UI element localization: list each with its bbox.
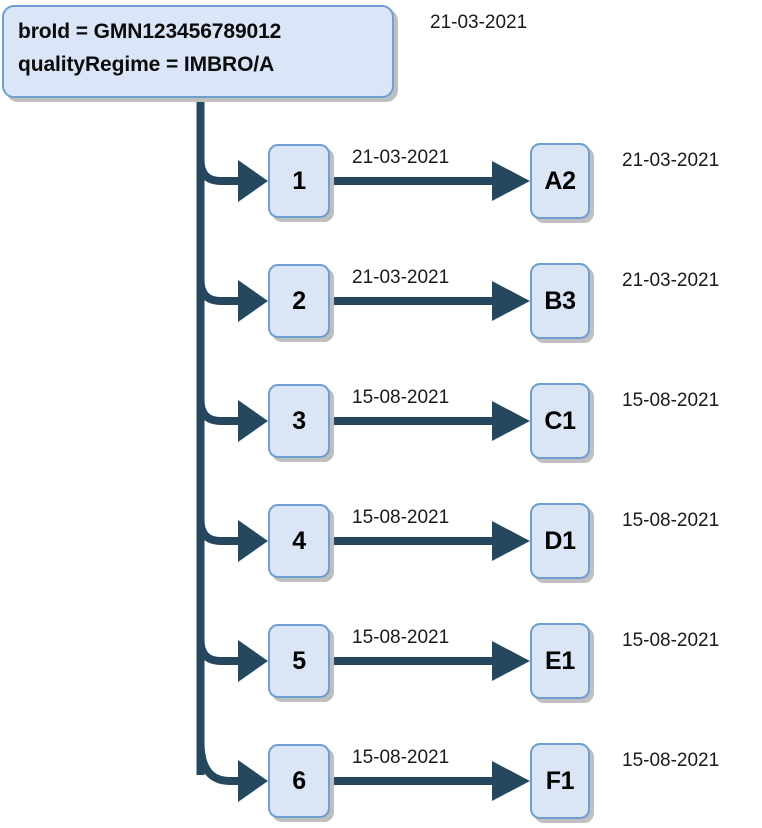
target-date-label-1: 21-03-2021	[622, 150, 720, 171]
target-date-label-4: 15-08-2021	[622, 510, 720, 531]
arrowhead-edge-6	[492, 761, 530, 801]
source-node-3[interactable]: 3	[268, 384, 330, 458]
branch-elbow-6	[196, 741, 243, 785]
arrowhead-branch-3	[238, 400, 268, 442]
arrowhead-edge-4	[492, 521, 530, 561]
target-date-label-5: 15-08-2021	[622, 630, 720, 651]
edge-date-label-2: 21-03-2021	[352, 267, 450, 288]
edge-date-label-1: 21-03-2021	[352, 147, 450, 168]
root-date-label: 21-03-2021	[430, 12, 528, 33]
edge-date-label-3: 15-08-2021	[352, 387, 450, 408]
arrowhead-branch-1	[238, 160, 268, 202]
source-node-4[interactable]: 4	[268, 504, 330, 578]
root-node[interactable]: broId = GMN123456789012 qualityRegime = …	[2, 5, 394, 98]
branch-elbow-1	[196, 159, 243, 185]
edge-date-label-5: 15-08-2021	[352, 627, 450, 648]
arrowhead-edge-2	[492, 281, 530, 321]
target-date-label-2: 21-03-2021	[622, 270, 720, 291]
arrowhead-branch-4	[238, 520, 268, 562]
target-node-4[interactable]: D1	[530, 503, 590, 579]
branch-elbow-5	[196, 639, 243, 665]
source-node-1[interactable]: 1	[268, 144, 330, 218]
target-date-label-6: 15-08-2021	[622, 750, 720, 771]
branch-elbow-4	[196, 519, 243, 545]
branch-elbow-2	[196, 279, 243, 305]
arrowhead-branch-6	[238, 760, 268, 802]
arrowhead-branch-2	[238, 280, 268, 322]
target-node-6[interactable]: F1	[530, 743, 590, 819]
source-node-2[interactable]: 2	[268, 264, 330, 338]
edge-date-label-6: 15-08-2021	[352, 747, 450, 768]
target-node-1[interactable]: A2	[530, 143, 590, 219]
target-node-5[interactable]: E1	[530, 623, 590, 699]
source-node-6[interactable]: 6	[268, 744, 330, 818]
target-node-3[interactable]: C1	[530, 383, 590, 459]
arrowhead-branch-5	[238, 640, 268, 682]
target-node-2[interactable]: B3	[530, 263, 590, 339]
root-broid-text: broId = GMN123456789012	[18, 20, 282, 43]
target-date-label-3: 15-08-2021	[622, 390, 720, 411]
edge-date-label-4: 15-08-2021	[352, 507, 450, 528]
source-node-5[interactable]: 5	[268, 624, 330, 698]
branch-elbow-3	[196, 399, 243, 425]
arrowhead-edge-1	[492, 161, 530, 201]
arrowhead-edge-3	[492, 401, 530, 441]
root-qualityregime-text: qualityRegime = IMBRO/A	[18, 53, 275, 76]
arrowhead-edge-5	[492, 641, 530, 681]
